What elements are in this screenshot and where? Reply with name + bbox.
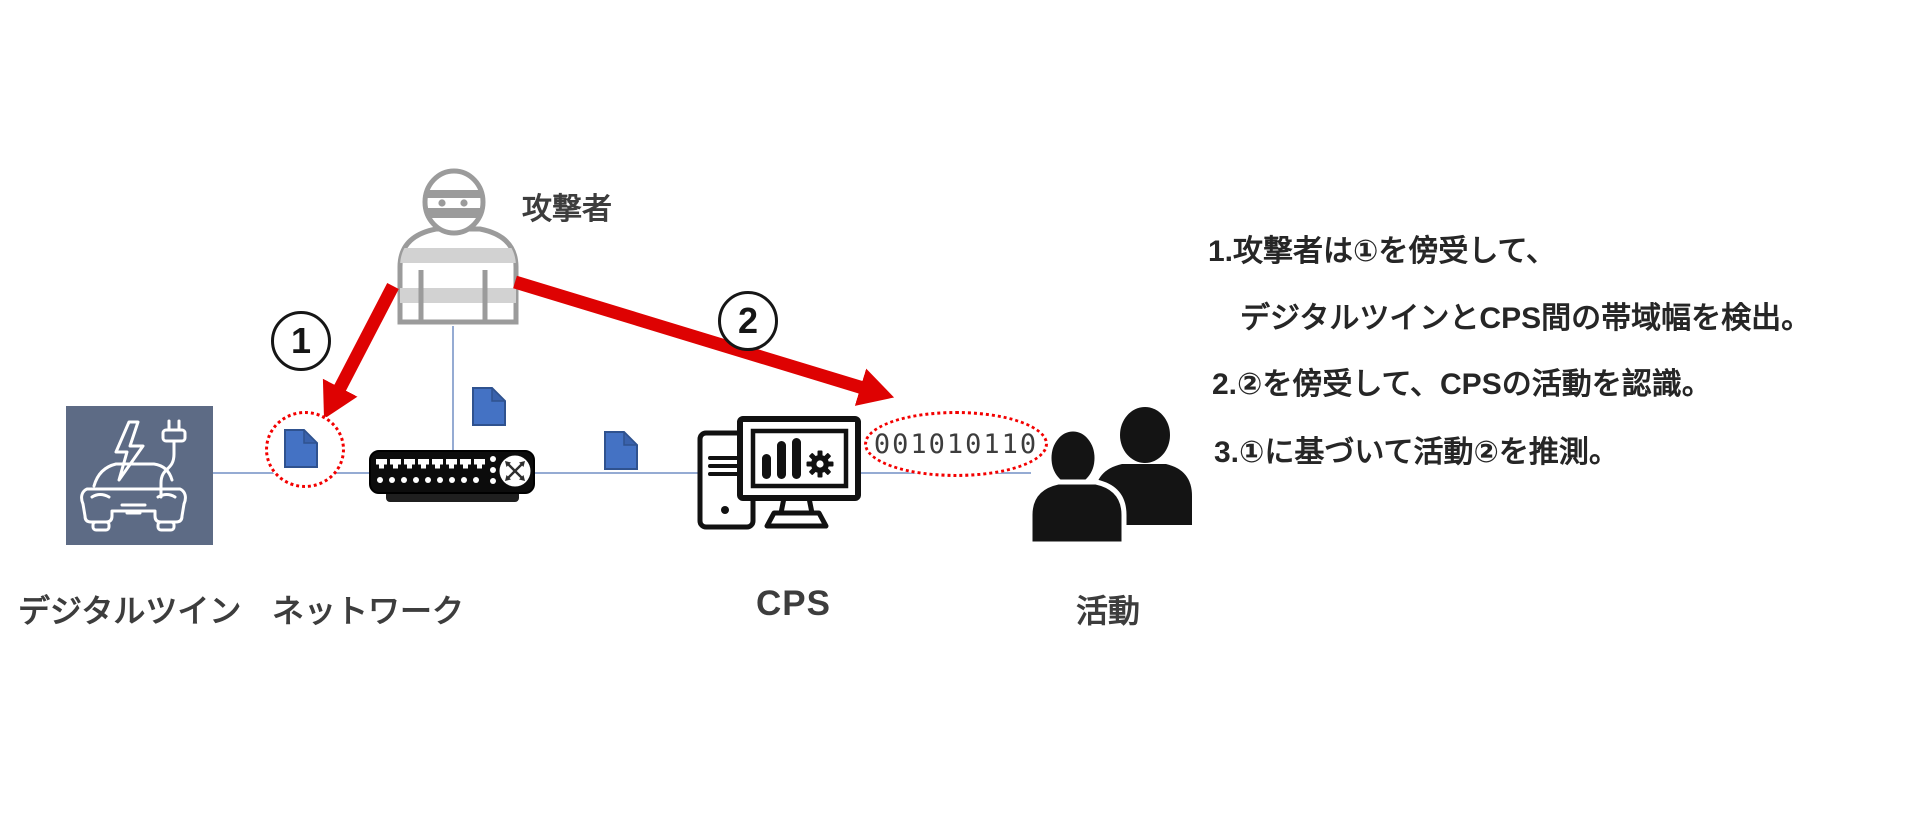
note-item1-line1: 1.攻撃者は①を傍受して、	[1208, 235, 1557, 268]
electric-car-icon	[80, 419, 187, 532]
network-switch-icon	[369, 450, 535, 502]
digital-twin-label: デジタルツイン	[18, 593, 242, 629]
activity-label: 活動	[1076, 593, 1141, 629]
crossed-arrows-icon	[507, 463, 523, 479]
bar-chart-glyph	[762, 438, 801, 479]
gear-glyph	[806, 450, 834, 478]
binary-text: 001010110	[873, 428, 1039, 460]
attacker-label: 攻撃者	[522, 193, 612, 226]
badge-1: 1	[271, 311, 331, 371]
tap-arrow-1	[322, 283, 399, 419]
note-item1-line2: デジタルツインとCPS間の帯域幅を検出。	[1240, 302, 1812, 335]
packet-document-icon	[284, 429, 318, 468]
network-label: ネットワーク	[272, 593, 465, 629]
tap-arrow-2	[513, 275, 895, 406]
two-people-icon	[1027, 407, 1192, 547]
badge-2: 2	[718, 291, 778, 351]
connector-horizontal	[213, 472, 1031, 474]
note-item3: 3.①に基づいて活動②を推測。	[1214, 436, 1619, 469]
badge-1-number: 1	[290, 320, 312, 361]
masked-burglar-icon	[397, 168, 519, 325]
packet-document-icon	[472, 387, 506, 426]
front-person	[1027, 426, 1127, 547]
connector-attacker-vertical	[452, 326, 454, 473]
cps-label: CPS	[756, 584, 831, 623]
packet-document-icon	[604, 431, 638, 470]
binary-output-mark: 001010110	[864, 411, 1048, 477]
digital-twin-node	[66, 406, 213, 545]
note-item2: 2.②を傍受して、CPSの活動を認識。	[1212, 368, 1712, 401]
badge-2-number: 2	[737, 300, 759, 341]
computer-chart-gear-icon	[697, 416, 861, 530]
